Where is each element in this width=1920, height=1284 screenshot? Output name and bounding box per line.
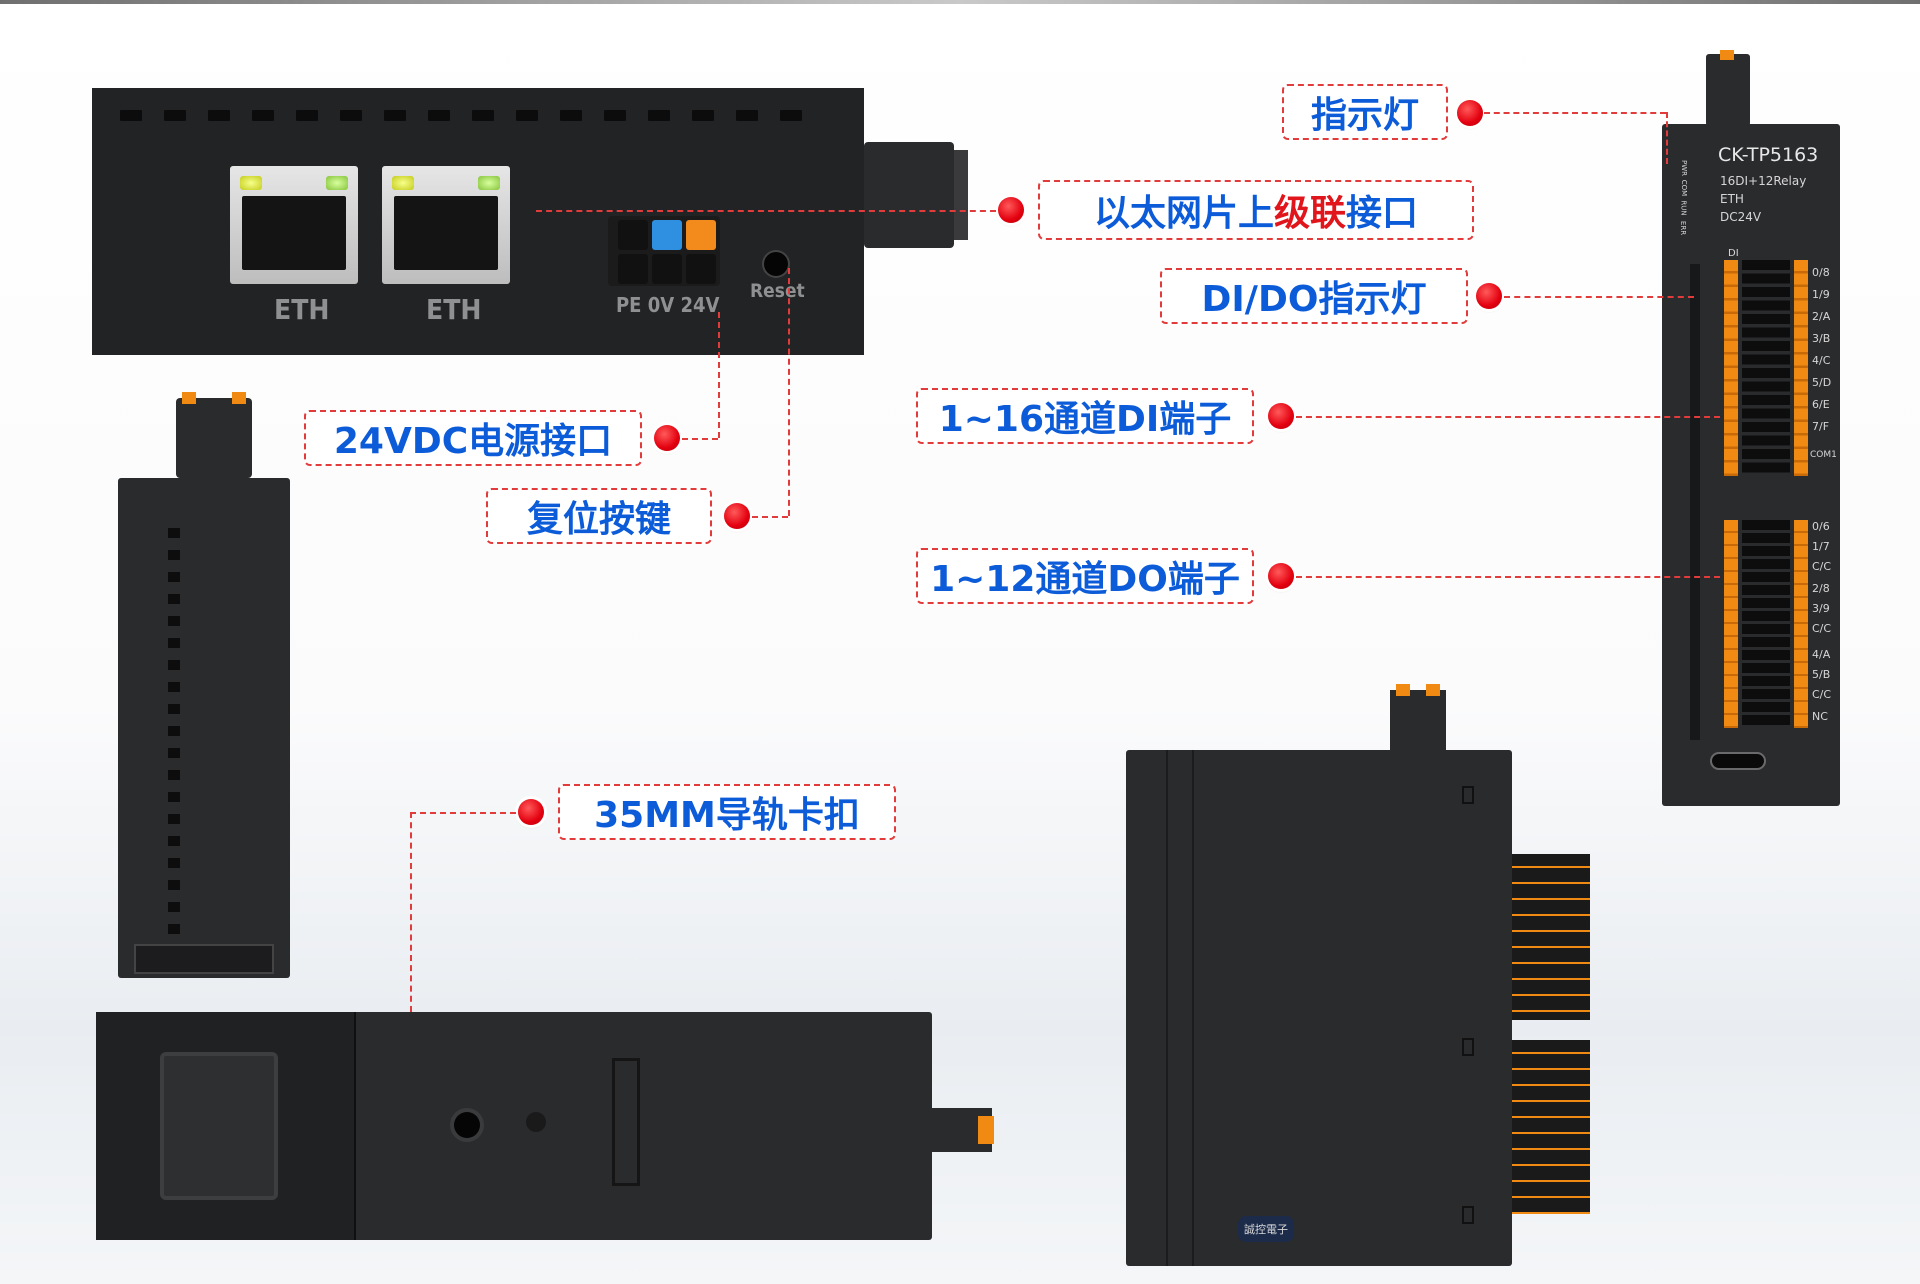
callout-rail-dot (518, 799, 544, 825)
leader-ethernet (536, 210, 996, 212)
leader-di (1296, 416, 1720, 418)
vent-column (168, 528, 180, 938)
callout-do-terminal: 1~12通道DO端子 (916, 548, 1254, 604)
vertical-device-connector (176, 392, 252, 478)
callout-power-port-text: 24VDC电源接口 (333, 421, 613, 462)
spec-line-1: 16DI+12Relay (1720, 174, 1807, 188)
di-channel-labels: 0/8 1/9 2/A 3/B 4/C 5/D 6/E 7/F COM1 (1810, 266, 1837, 460)
status-led-labels: PWR COM RUN ERR (1679, 159, 1689, 236)
callout-power-dot (654, 425, 680, 451)
top-view-device: ETH ETH PE 0V 24V Reset (92, 88, 864, 355)
callout-di-dot (1268, 403, 1294, 429)
callout-do-terminal-text: 1~12通道DO端子 (930, 559, 1240, 600)
spec-line-2: ETH (1720, 192, 1744, 206)
callout-di-terminal-text: 1~16通道DI端子 (938, 399, 1232, 440)
ethernet-port-2 (382, 166, 510, 284)
callout-reset-dot (724, 503, 750, 529)
callout-dido-dot (1476, 283, 1502, 309)
leader-rail-h (410, 812, 516, 814)
side-view-device: 誠控電子 (1126, 750, 1512, 1266)
leader-rail-v (410, 812, 412, 1012)
rail-view-device (96, 1012, 932, 1240)
power-terminal-block (608, 216, 720, 286)
brand-badge-text: 誠控電子 (1244, 1223, 1288, 1236)
link-led-icon (240, 176, 262, 190)
side-view-connector (1390, 684, 1446, 750)
do-channel-labels: 0/6 1/7 C/C 2/8 3/9 C/C 4/A 5/B C/C NC (1812, 520, 1832, 723)
di-header: DI (1728, 248, 1739, 259)
side-terminal-lower (1512, 1040, 1590, 1214)
power-terminal-label: PE 0V 24V (616, 293, 720, 317)
ethernet-port-1 (230, 166, 358, 284)
callout-dido-indicator: DI/DO指示灯 (1160, 268, 1468, 324)
callout-ethernet: 以太网片上级联接口 (1038, 180, 1474, 240)
callout-ethernet-text-highlight: 级联 (1273, 193, 1346, 234)
leader-indicator (1484, 112, 1666, 114)
callout-do-dot (1268, 563, 1294, 589)
reset-button (764, 252, 788, 276)
callout-ethernet-text-2: 接口 (1346, 193, 1419, 234)
callout-ethernet-dot (998, 197, 1024, 223)
callout-indicator-text: 指示灯 (1310, 95, 1419, 136)
screw-hole-icon (454, 1112, 480, 1138)
callout-indicator-dot (1457, 100, 1483, 126)
activity-led-icon (478, 176, 500, 190)
leader-do (1296, 576, 1720, 578)
callout-indicator: 指示灯 (1282, 84, 1448, 140)
top-border (0, 0, 1920, 4)
brand-badge: 誠控電子 (1238, 1216, 1294, 1242)
di-terminal-block (1724, 260, 1808, 476)
reset-label: Reset (750, 280, 805, 302)
vent-row (120, 110, 820, 124)
top-view-connector (864, 142, 954, 248)
vertical-side-device (118, 478, 290, 978)
leader-dido (1504, 296, 1694, 298)
eth-label-2: ETH (426, 293, 482, 326)
usb-c-port-icon (1710, 752, 1766, 770)
activity-led-icon (326, 176, 348, 190)
callout-di-terminal: 1~16通道DI端子 (916, 388, 1254, 444)
side-terminal-upper (1512, 854, 1590, 1020)
callout-reset-button: 复位按键 (486, 488, 712, 544)
rail-view-connector (932, 1108, 994, 1152)
callout-rail-clip: 35MM导轨卡扣 (558, 784, 896, 840)
leader-reset-h (752, 516, 788, 518)
spec-line-3: DC24V (1720, 210, 1762, 224)
leader-power-v (718, 312, 720, 438)
callout-dido-indicator-text: DI/DO指示灯 (1201, 279, 1427, 320)
model-number: CK-TP5163 (1718, 144, 1819, 166)
leader-reset-v (788, 268, 790, 516)
front-module: CK-TP5163 16DI+12Relay ETH DC24V PWR COM… (1662, 124, 1840, 806)
led-strip (1690, 264, 1700, 740)
callout-power-port: 24VDC电源接口 (304, 410, 642, 466)
link-led-icon (392, 176, 414, 190)
front-module-connector (1706, 50, 1750, 126)
callout-reset-button-text: 复位按键 (526, 499, 671, 540)
eth-label-1: ETH (274, 293, 330, 326)
callout-rail-clip-text: 35MM导轨卡扣 (594, 795, 860, 836)
do-terminal-block (1724, 520, 1808, 728)
top-view-connector-tab (954, 150, 968, 240)
screw-icon (526, 1112, 546, 1132)
callout-ethernet-text-1: 以太网片上 (1093, 193, 1274, 234)
leader-power-h (682, 438, 718, 440)
rail-clip (160, 1052, 278, 1200)
